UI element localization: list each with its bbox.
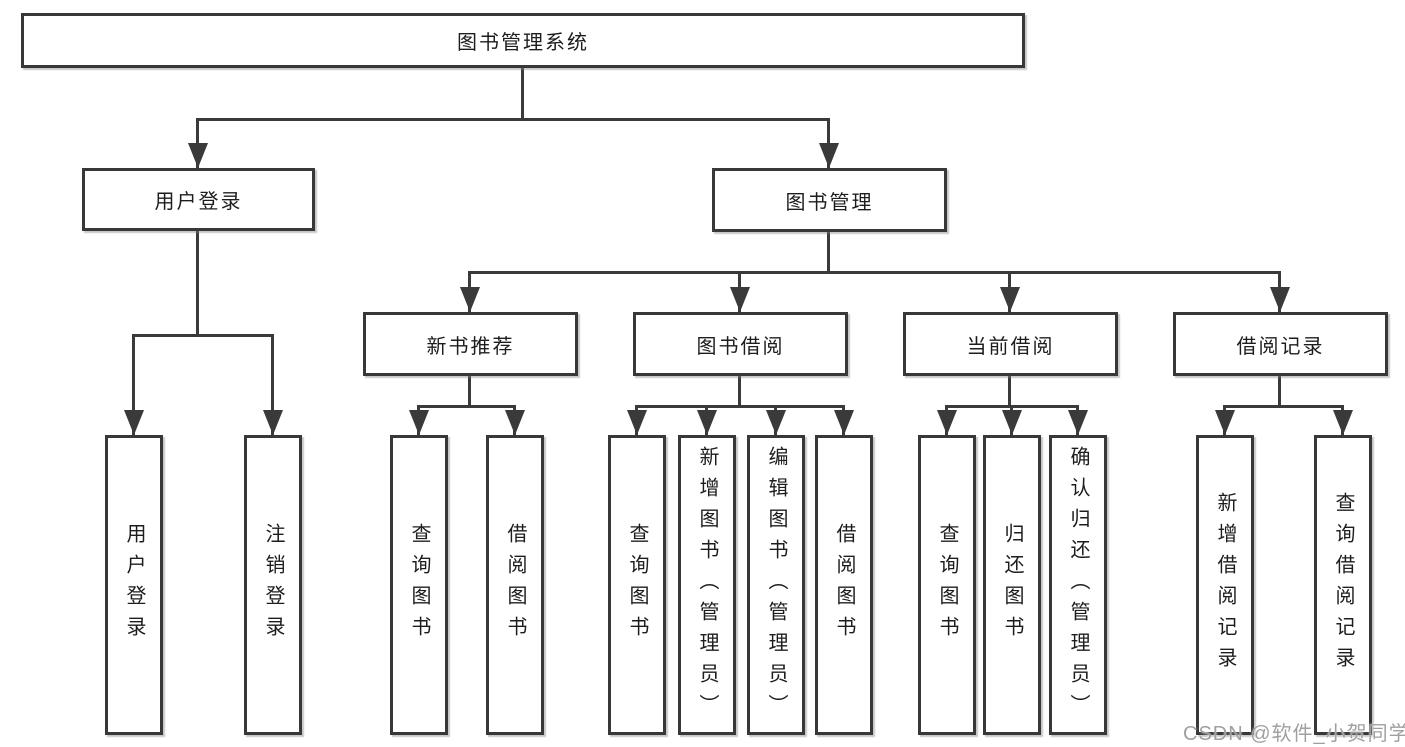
connector-line (418, 405, 516, 408)
leaf-borrow-books-borrowing: 借阅图书 (815, 435, 873, 735)
leaf-borrow-books-recommend: 借阅图书 (486, 435, 544, 735)
arrow-down-icon (945, 405, 948, 435)
node-user-login: 用户登录 (82, 168, 315, 231)
connector-line (738, 376, 741, 408)
connector-line (133, 334, 274, 337)
node-current-borrowing-label: 当前借阅 (966, 335, 1055, 358)
leaf-query-books-borrowing: 查询图书 (608, 435, 666, 735)
leaf-add-borrow-record: 新增借阅记录 (1196, 435, 1254, 735)
watermark-text: CSDN @软件_小贺同学 (1183, 723, 1405, 745)
node-current-borrowing: 当前借阅 (903, 312, 1118, 376)
connector-line (636, 405, 845, 408)
arrow-down-icon (271, 334, 274, 435)
node-root-label: 图书管理系统 (457, 32, 589, 54)
arrow-down-icon (1341, 405, 1344, 435)
arrow-down-icon (827, 118, 830, 168)
leaf-edit-books-admin-label: 编辑图书（管理员） (765, 445, 787, 725)
arrow-down-icon (1008, 271, 1011, 312)
arrow-down-icon (1223, 405, 1226, 435)
connector-line (827, 232, 830, 274)
arrow-down-icon (774, 405, 777, 435)
arrow-down-icon (513, 405, 516, 435)
leaf-logout-label: 注销登录 (262, 523, 284, 647)
arrow-down-icon (1010, 405, 1013, 435)
connector-line (1224, 405, 1344, 408)
leaf-query-borrow-record: 查询借阅记录 (1314, 435, 1372, 735)
node-book-borrowing-label: 图书借阅 (696, 335, 785, 358)
connector-line (468, 376, 471, 408)
leaf-return-books-label: 归还图书 (1001, 523, 1023, 647)
arrow-down-icon (196, 118, 199, 168)
leaf-query-books-current-label: 查询图书 (936, 523, 958, 647)
arrow-down-icon (1076, 405, 1079, 435)
leaf-return-books: 归还图书 (983, 435, 1041, 735)
arrow-down-icon (635, 405, 638, 435)
leaf-query-books-borrowing-label: 查询图书 (626, 523, 648, 647)
arrow-down-icon (417, 405, 420, 435)
leaf-add-borrow-record-label: 新增借阅记录 (1214, 492, 1236, 678)
connector-line (196, 231, 199, 337)
connector-line (196, 118, 830, 121)
leaf-user-login-label: 用户登录 (123, 523, 145, 647)
arrow-down-icon (132, 334, 135, 435)
leaf-query-borrow-record-label: 查询借阅记录 (1332, 492, 1354, 678)
connector-line (521, 68, 524, 121)
leaf-borrow-books-recommend-label: 借阅图书 (504, 523, 526, 647)
node-root: 图书管理系统 (21, 13, 1025, 68)
node-user-login-label: 用户登录 (154, 191, 243, 213)
arrow-down-icon (842, 405, 845, 435)
leaf-confirm-return-admin: 确认归还（管理员） (1049, 435, 1107, 735)
leaf-logout: 注销登录 (244, 435, 302, 735)
arrow-down-icon (1278, 271, 1281, 312)
connector-line (1008, 376, 1011, 408)
node-book-management-label: 图书管理 (785, 191, 874, 214)
arrow-down-icon (738, 271, 741, 312)
node-new-book-recommend: 新书推荐 (363, 312, 578, 376)
node-new-book-recommend-label: 新书推荐 (426, 335, 515, 358)
leaf-query-books-recommend-label: 查询图书 (408, 523, 430, 647)
node-borrowing-records: 借阅记录 (1173, 312, 1388, 376)
leaf-confirm-return-admin-label: 确认归还（管理员） (1067, 445, 1089, 725)
leaf-borrow-books-borrowing-label: 借阅图书 (833, 523, 855, 647)
leaf-add-books-admin-label: 新增图书（管理员） (696, 445, 718, 725)
connector-line (1278, 376, 1281, 408)
arrow-down-icon (705, 405, 708, 435)
leaf-query-books-current: 查询图书 (918, 435, 976, 735)
node-book-borrowing: 图书借阅 (633, 312, 848, 376)
leaf-edit-books-admin: 编辑图书（管理员） (747, 435, 805, 735)
node-borrowing-records-label: 借阅记录 (1236, 335, 1325, 358)
leaf-user-login: 用户登录 (105, 435, 163, 735)
arrow-down-icon (468, 271, 471, 312)
node-book-management: 图书管理 (712, 168, 947, 232)
leaf-query-books-recommend: 查询图书 (390, 435, 448, 735)
connector-line (469, 271, 1281, 274)
leaf-add-books-admin: 新增图书（管理员） (678, 435, 736, 735)
